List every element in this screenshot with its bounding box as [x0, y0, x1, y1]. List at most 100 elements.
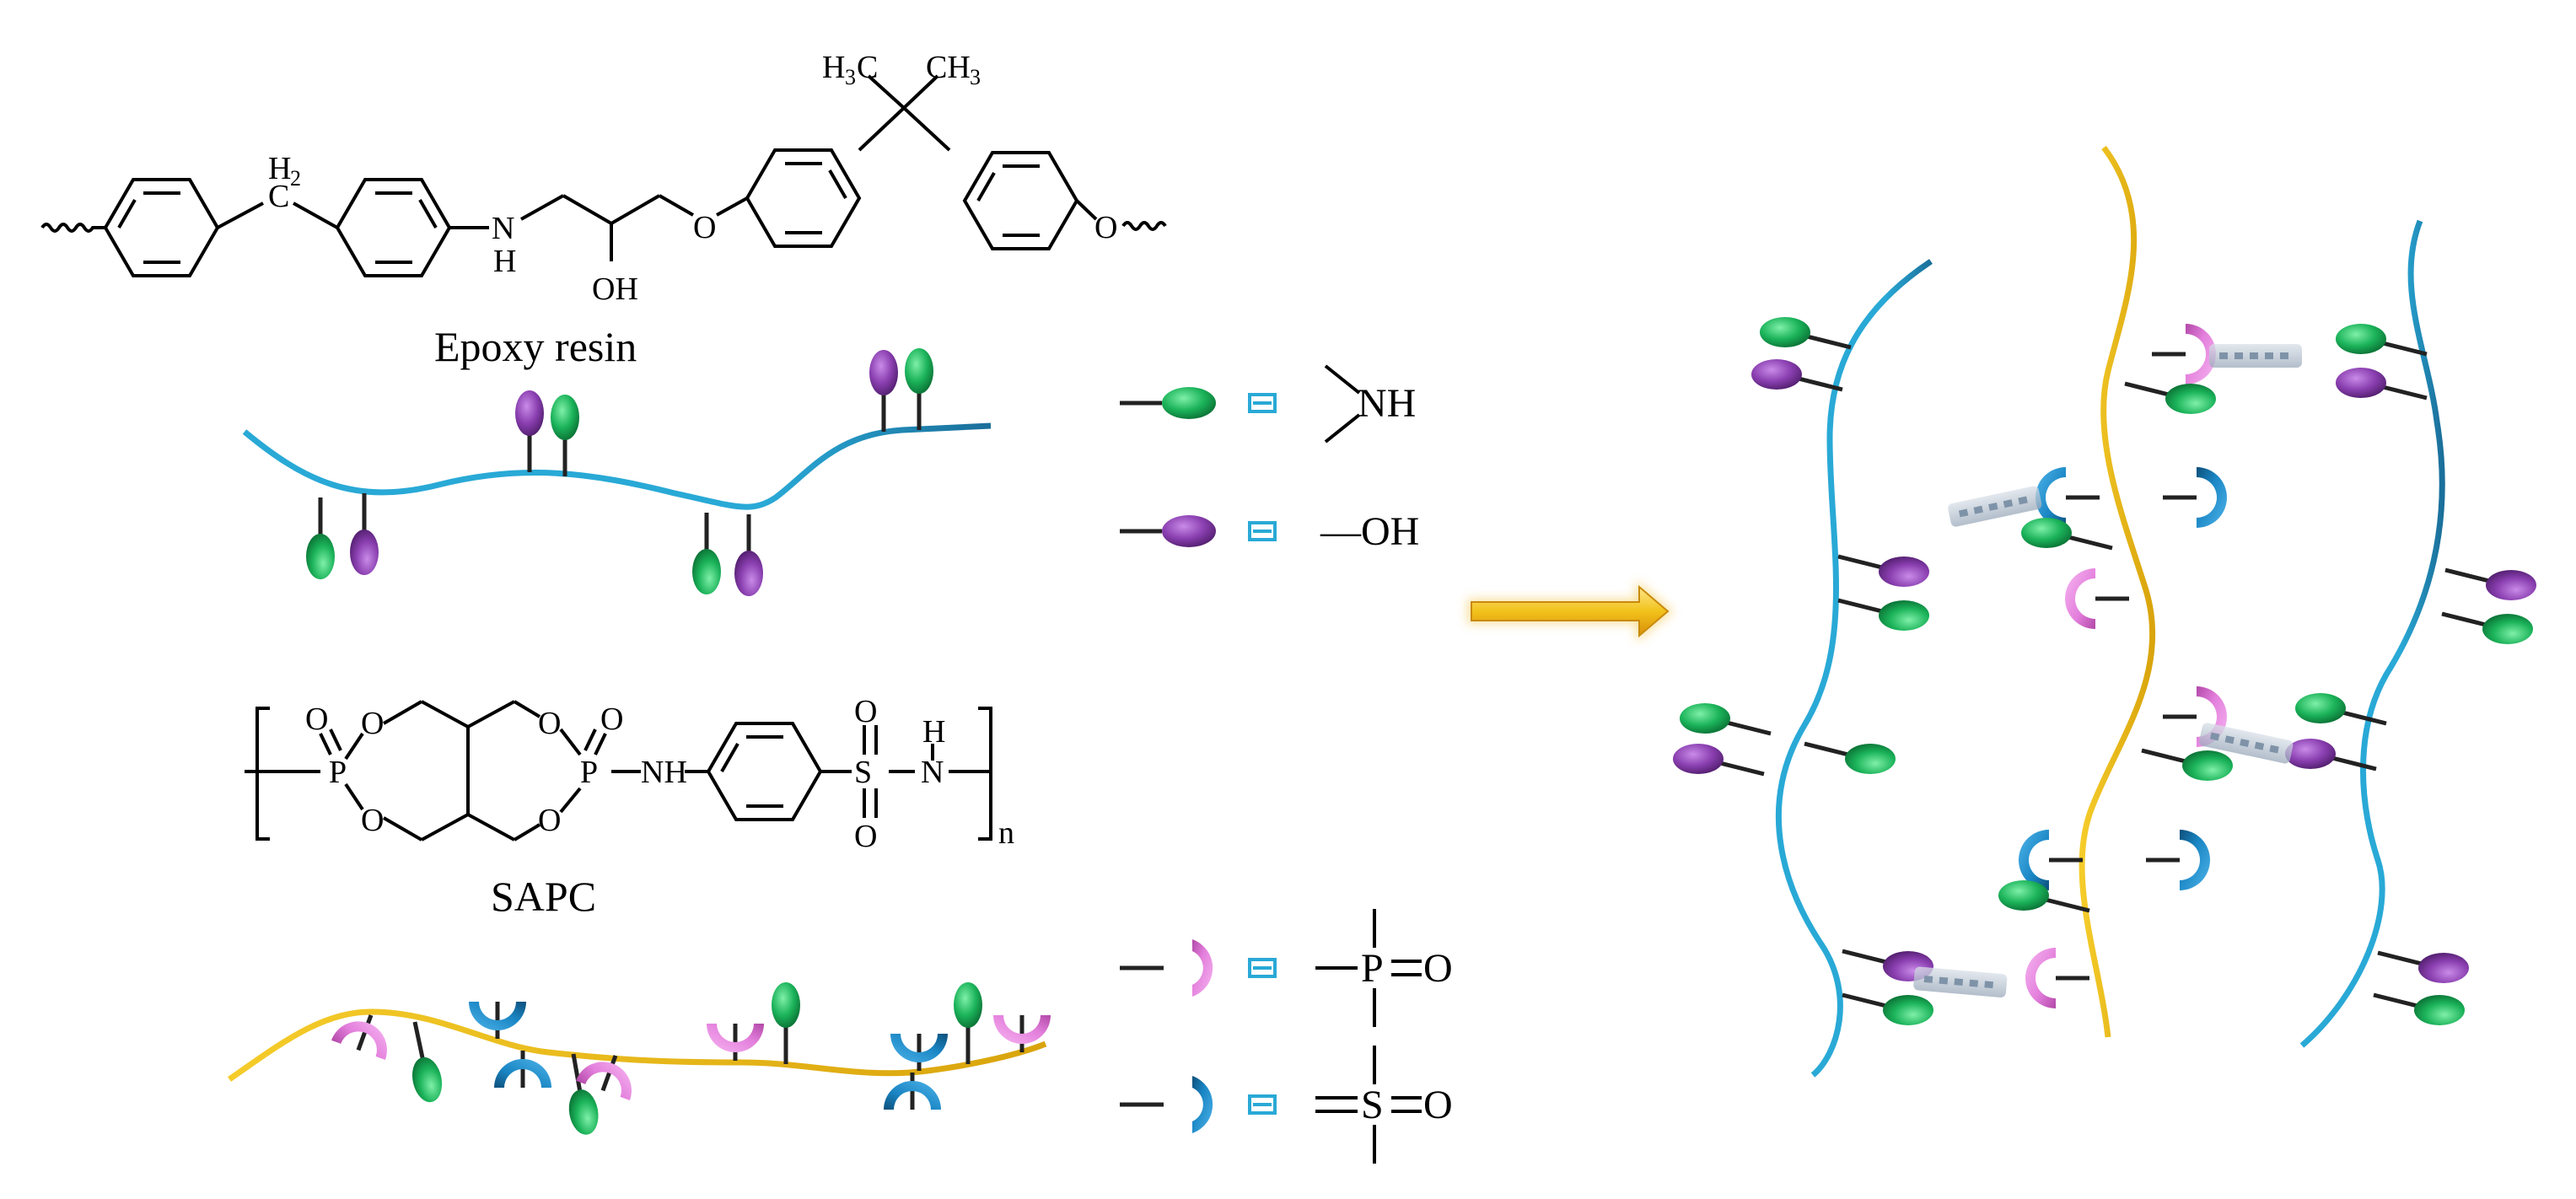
atom-hydroxyl: OH: [592, 272, 638, 307]
atom-h-subscript: 2: [290, 166, 301, 191]
nh-group-pendant: [1760, 317, 1851, 347]
atom-methyl-right-sub: 3: [970, 65, 981, 89]
atom-s-o-bottom: O: [854, 819, 877, 854]
phosphoryl-group-pendant: [2152, 324, 2216, 384]
oh-group-pendant: [2378, 953, 2469, 983]
sulfonyl-o-label: O: [1423, 1083, 1453, 1127]
oh-group-pendant: [350, 493, 379, 575]
sulfonyl-group-pendant: [494, 1051, 551, 1088]
nh-group-pendant: [2374, 995, 2465, 1025]
legend: NH —OH P O: [1120, 364, 1453, 1164]
phosphoryl-o-label: O: [1423, 946, 1453, 991]
atom-o-ring-4: O: [538, 803, 561, 838]
epoxy-chain-left: [1775, 259, 1933, 1078]
nh-group-pendant: [1680, 703, 1771, 734]
chain-end-right-wavy: [1121, 221, 1167, 231]
phosphoryl-group-pendant: [707, 1024, 764, 1061]
nh-group-pendant: [401, 1019, 445, 1105]
atom-o-double-1: O: [305, 702, 328, 737]
atom-h: H: [268, 151, 291, 186]
atom-c: C: [268, 179, 289, 214]
hydrogen-bond: [1913, 966, 2008, 997]
atom-o-ring-2: O: [361, 803, 384, 838]
atom-p1: P: [329, 755, 347, 790]
epoxy-chain-right: [2299, 219, 2445, 1048]
atom-n: N: [492, 211, 514, 246]
oh-group-pendant: [1751, 359, 1842, 390]
nh-group-pendant: [551, 395, 579, 476]
bracket-right: [978, 707, 992, 841]
atom-amine-h: H: [493, 244, 516, 279]
sulfonyl-group-pendant: [890, 1034, 948, 1071]
bracket-left: [255, 707, 270, 841]
atom-o-ring-1: O: [361, 706, 384, 741]
legend-row-phosphoryl: P O: [1120, 909, 1453, 1027]
legend-row-oh: —OH: [1120, 509, 1419, 554]
epoxy-chain-schematic: [242, 348, 992, 596]
oh-group-pendant: [734, 514, 763, 596]
hydrogen-bond: [1947, 485, 2042, 527]
reaction-arrow: [1467, 580, 1674, 643]
nh-group-pendant: [905, 348, 933, 430]
phosphorus-label: P: [1361, 946, 1384, 991]
oh-group-pendant: [1673, 744, 1764, 774]
nh-group-pendant: [2021, 518, 2112, 548]
nh-group-pendant: [692, 513, 721, 594]
sulfonyl-group-pendant: [2163, 467, 2227, 528]
atom-nh: NH: [641, 755, 687, 790]
phosphoryl-group-pendant: [2065, 568, 2129, 629]
atom-o-ring-3: O: [538, 706, 561, 741]
legend-row-nh: NH: [1120, 364, 1416, 444]
sapc-atom-labels: P O O O O O P O NH S O O N H n: [305, 694, 1014, 854]
atom-p2: P: [580, 755, 598, 790]
oh-group-pendant: [2336, 368, 2427, 398]
sulfonyl-group-pendant: [884, 1073, 941, 1110]
sapc-caption: SAPC: [491, 873, 596, 920]
nh-group-pendant: [2142, 750, 2233, 781]
sulfonyl-group-pendant: [2146, 830, 2210, 890]
oh-group-label: —OH: [1320, 509, 1419, 554]
epoxy-resin-caption: Epoxy resin: [434, 323, 637, 370]
epoxy-atom-labels: C H 2 N H OH O O H 3 C CH 3: [268, 50, 1117, 307]
oh-group-pendant: [1838, 556, 1929, 587]
epoxy-resin-structure: [40, 74, 1167, 277]
sapc-backbone: [228, 1008, 1047, 1082]
nh-group-pendant: [772, 982, 800, 1064]
atom-s: S: [854, 755, 872, 790]
repeat-unit-subscript: n: [998, 815, 1014, 851]
sapc-chain-middle: [2079, 145, 2156, 1038]
atom-s-o-top: O: [854, 694, 877, 729]
atom-methyl-left-h: H: [822, 50, 845, 85]
atom-methyl-left-sub: 3: [845, 65, 856, 89]
atom-methyl-right: CH: [926, 50, 971, 85]
oh-group-pendant: [869, 350, 898, 432]
oh-group-pendant: [2445, 570, 2536, 600]
nh-group-pendant: [2125, 384, 2216, 414]
atom-methyl-left-c: C: [857, 50, 878, 85]
nh-group-pendant: [306, 497, 335, 579]
sapc-structure: [245, 700, 992, 841]
atom-o-double-2: O: [600, 702, 623, 737]
atom-ether-o1: O: [693, 210, 716, 245]
nh-group-pendant: [954, 982, 982, 1064]
nh-group-pendant: [2442, 614, 2533, 644]
oh-group-pendant: [515, 390, 544, 472]
phosphoryl-group-pendant: [2025, 948, 2089, 1008]
nh-group-pendant: [2336, 324, 2427, 354]
chain-end-left-wavy: [40, 223, 105, 233]
nh-group-pendant: [1804, 744, 1896, 774]
atom-n: N: [921, 755, 944, 790]
atom-n-h: H: [922, 714, 945, 750]
hydrogen-bond: [2209, 344, 2302, 368]
nh-group-pendant: [1842, 995, 1933, 1025]
atom-ether-o2: O: [1094, 210, 1117, 245]
benzene-ring-3: [745, 148, 862, 248]
epoxy-backbone: [242, 422, 992, 510]
crosslinked-network: [1673, 145, 2536, 1078]
sapc-chain-schematic: [228, 982, 1051, 1137]
nh-group-label: NH: [1358, 381, 1416, 426]
legend-row-sulfonyl: S O: [1120, 1046, 1453, 1164]
sulfur-label: S: [1361, 1083, 1384, 1127]
